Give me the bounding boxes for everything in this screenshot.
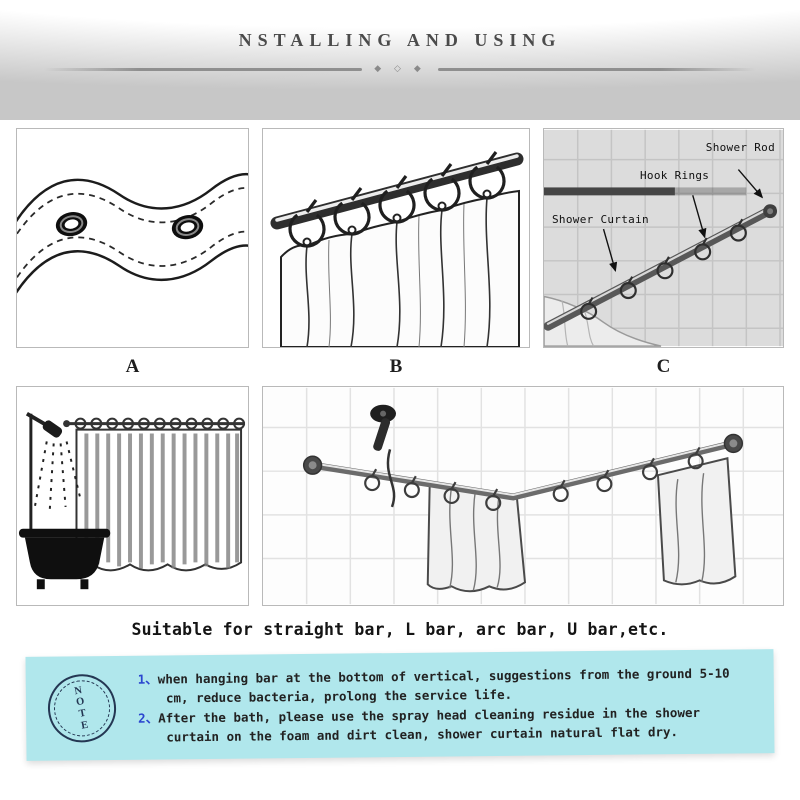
panel-curved-bar: [262, 386, 784, 606]
decorative-divider: ◆ ◇ ◆: [0, 64, 800, 74]
curved-shower-rod: [302, 433, 744, 501]
rod-hook-rings-illustration: [270, 151, 524, 347]
curved-bar-illustration: [263, 387, 783, 605]
top-panel-row: Shower Rod Hook Rings Shower Curtain: [0, 128, 800, 348]
note-stamp-inner-ring: N O T E: [49, 675, 115, 741]
note-item: 2、After the bath, please use the spray h…: [138, 702, 758, 747]
header: NSTALLING AND USING ◆ ◇ ◆: [0, 0, 800, 74]
grommet-curtain-illustration: [17, 172, 248, 294]
grommet-icon: [55, 212, 88, 237]
grommet-icon: [171, 214, 204, 240]
bathtub-straight-bar-illustration: [18, 411, 246, 590]
note-item-number: 2、: [138, 710, 159, 726]
note-item: 1、when hanging bar at the bottom of vert…: [138, 663, 758, 708]
shower-head-icon: [25, 411, 82, 533]
panel-b: [262, 128, 530, 348]
handheld-shower-icon: [370, 404, 396, 508]
divider-ornament-icon: ◆ ◇ ◆: [374, 64, 426, 74]
hook-rings-label: Hook Rings: [640, 169, 710, 182]
note-item-text: After the bath, please use the spray hea…: [158, 704, 701, 745]
curtain-rings: [74, 417, 246, 430]
note-item-number: 1、: [137, 671, 158, 687]
divider-line-right: [437, 67, 756, 71]
bottom-panel-row: [0, 386, 800, 606]
panel-letter-labels: A B C: [0, 356, 800, 384]
note-banner: N O T E 1、when hanging bar at the bottom…: [25, 649, 775, 761]
note-stamp-icon: N O T E: [42, 668, 122, 748]
curtain-right: [656, 457, 737, 586]
note-item-text: when hanging bar at the bottom of vertic…: [157, 665, 730, 706]
striped-curtain: [75, 428, 243, 572]
bathtub-icon: [18, 528, 111, 590]
divider-line-left: [44, 67, 363, 71]
hook-ring-icons: [580, 218, 747, 320]
shower-curtain-label: Shower Curtain: [552, 213, 649, 226]
hook-ring-icons: [364, 446, 704, 511]
panel-straight-bar: [16, 386, 249, 606]
shower-rod-label: Shower Rod: [705, 141, 775, 154]
page-title: NSTALLING AND USING: [238, 30, 562, 50]
label-c: C: [656, 356, 671, 377]
label-a: A: [125, 356, 140, 377]
installed-rod-illustration: [544, 129, 783, 347]
panel-a: [16, 128, 249, 348]
compatibility-caption: Suitable for straight bar, L bar, arc ba…: [131, 620, 669, 639]
panel-c: Shower Rod Hook Rings Shower Curtain: [543, 128, 784, 348]
hook-ring-icons: [288, 151, 506, 248]
label-b: B: [389, 356, 403, 377]
curtain-left: [426, 481, 527, 593]
leader-arrows: [602, 169, 764, 273]
curtain-eyelets: [302, 189, 492, 247]
stamp-letter: E: [80, 718, 91, 732]
